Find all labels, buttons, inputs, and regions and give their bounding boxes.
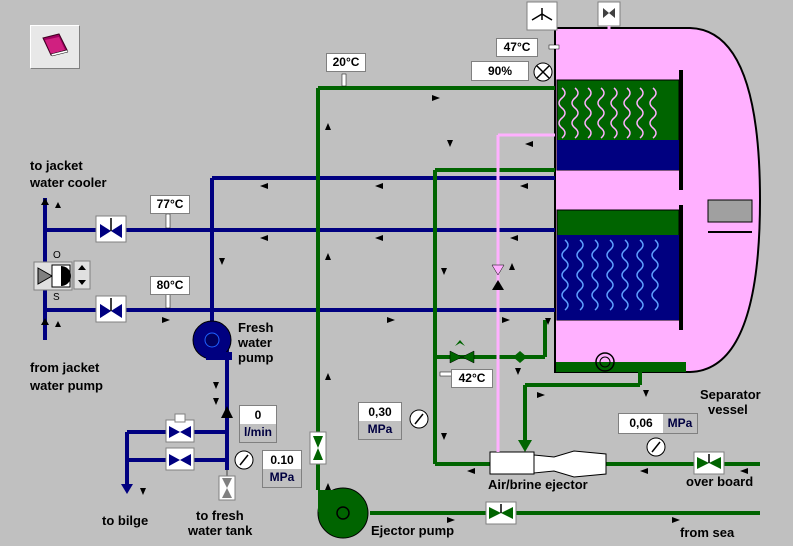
sight-glass [595,352,615,372]
temp-vessel-readout: 47°C [496,38,538,57]
fw-pressure-value: 0.10 [263,451,301,469]
condenser-pool [557,140,679,170]
fw-pressure-unit: MPa [269,470,295,484]
label-over-board: over board [686,474,754,489]
ejector-discharge-valve[interactable] [309,431,327,465]
ejector-pressure-value: 0,30 [359,403,401,421]
label-to-jacket-cooler-2: water cooler [30,175,107,190]
label-ejector-pump: Ejector pump [371,523,455,538]
air-brine-ejector[interactable] [489,450,607,478]
cooling-water-valve[interactable] [449,340,475,364]
fw-pressure-readout: 0.10 MPa [262,450,302,488]
sea-water-piping [316,86,760,515]
evaporator-tubes [561,239,659,311]
label-separator-1: Separator [700,387,761,402]
sea-inlet-valve[interactable] [485,501,517,525]
book-icon [42,33,69,57]
label-fresh-water-pump-2: water [238,335,272,350]
label-from-jacket-pump-1: from jacket [30,360,100,375]
label-valve-open: O [53,250,61,261]
vent-valve[interactable] [597,1,621,27]
overboard-pressure-value: 0,06 [619,414,663,433]
evaporator-water [557,235,679,320]
temp-ejector-line-readout: 42°C [451,369,493,388]
label-fresh-water-pump-1: Fresh [238,320,274,335]
flow-readout: 0 l/min [239,405,277,443]
overboard-valve[interactable] [693,451,725,475]
label-valve-shut: S [53,292,60,303]
flow-arrows [41,95,748,523]
label-separator-2: vessel [708,402,748,417]
label-to-fresh-tank-2: water tank [188,523,253,538]
bilge-lower-valve[interactable] [165,447,195,471]
vapour-line [496,133,555,452]
temp-inlet-readout: 80°C [150,276,190,295]
flow-unit: l/min [243,425,272,439]
jacket-outlet-valve[interactable] [95,215,127,243]
manual-button[interactable] [30,25,80,69]
overboard-pressure-readout: 0,06 MPa [618,413,698,434]
overboard-pressure-unit: MPa [667,416,693,430]
label-to-bilge: to bilge [102,513,149,528]
label-fresh-water-pump-3: pump [238,350,274,365]
label-from-sea: from sea [680,525,735,540]
vacuum-readout: 90% [471,61,529,81]
three-way-valve-stepper[interactable] [73,260,91,290]
brine-level [556,362,686,372]
bilge-upper-valve[interactable] [165,413,195,443]
label-to-fresh-tank-1: to fresh [196,508,244,523]
condenser-tubes [558,87,657,139]
demister [707,199,753,223]
label-from-jacket-pump-2: water pump [30,378,103,393]
fresh-tank-valve[interactable] [218,475,236,501]
cooling-nonreturn-valve [513,351,527,363]
flow-value: 0 [240,406,276,424]
label-to-jacket-cooler-1: to jacket [30,158,83,173]
ejector-pressure-readout: 0,30 MPa [358,402,402,440]
ejector-pressure-unit: MPa [367,422,393,436]
fw-nonreturn-valve [221,406,233,418]
temp-top-readout: 20°C [326,53,366,72]
label-air-brine-ejector: Air/brine ejector [488,477,588,492]
temp-outlet-readout: 77°C [150,195,190,214]
jacket-inlet-valve[interactable] [95,295,133,323]
